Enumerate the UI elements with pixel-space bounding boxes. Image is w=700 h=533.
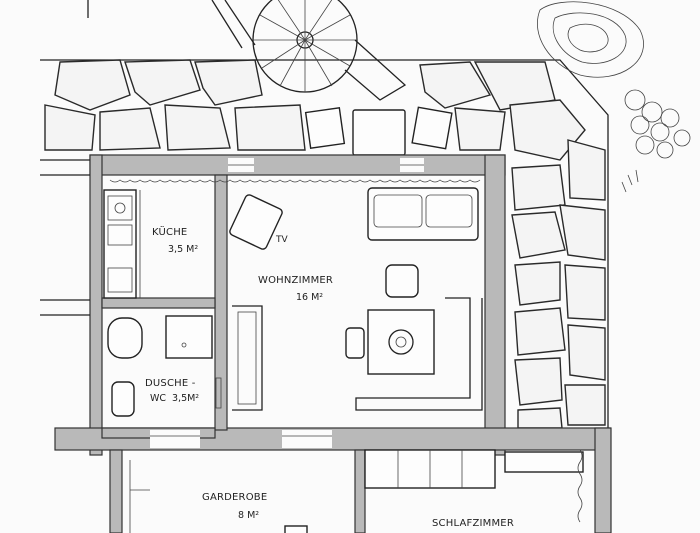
living-room-name: WOHNZIMMER [258, 275, 333, 286]
dining-chair [345, 327, 365, 359]
wardrobe-area: 8 M² [238, 510, 259, 521]
tv-armchair [229, 194, 283, 250]
corner-bench [355, 297, 483, 411]
wardrobe-name: GARDEROBE [202, 492, 267, 503]
dining-table [367, 309, 435, 375]
bedroom-name: SCHLAFZIMMER [432, 518, 514, 529]
terrace-furniture [304, 106, 453, 156]
curtain-line [109, 179, 481, 183]
sofa [367, 187, 479, 241]
garden-shrubs [537, 1, 691, 193]
wardrobe-room: GARDEROBE 8 M² [129, 460, 308, 533]
kitchen-area: 3,5 M² [168, 244, 198, 255]
shower-name-wc: WC [150, 393, 166, 404]
shower-name: DUSCHE - [145, 378, 196, 389]
shower-area: 3,5M² [172, 393, 199, 404]
fireplace [232, 305, 263, 411]
stone-terrace [40, 59, 609, 430]
living-room: TV WOHNZIMMER 16 M² [229, 187, 483, 411]
shower-wc-room: DUSCHE - WC 3,5M² [107, 315, 222, 417]
chair [385, 264, 419, 298]
living-room-area: 16 M² [296, 292, 323, 303]
kitchen-name: KÜCHE [152, 225, 187, 238]
tv-label: TV [275, 235, 288, 245]
kitchen-room: KÜCHE 3,5 M² [103, 189, 198, 299]
bedroom-room: SCHLAFZIMMER [364, 449, 584, 529]
spiral-staircase [87, 0, 407, 101]
